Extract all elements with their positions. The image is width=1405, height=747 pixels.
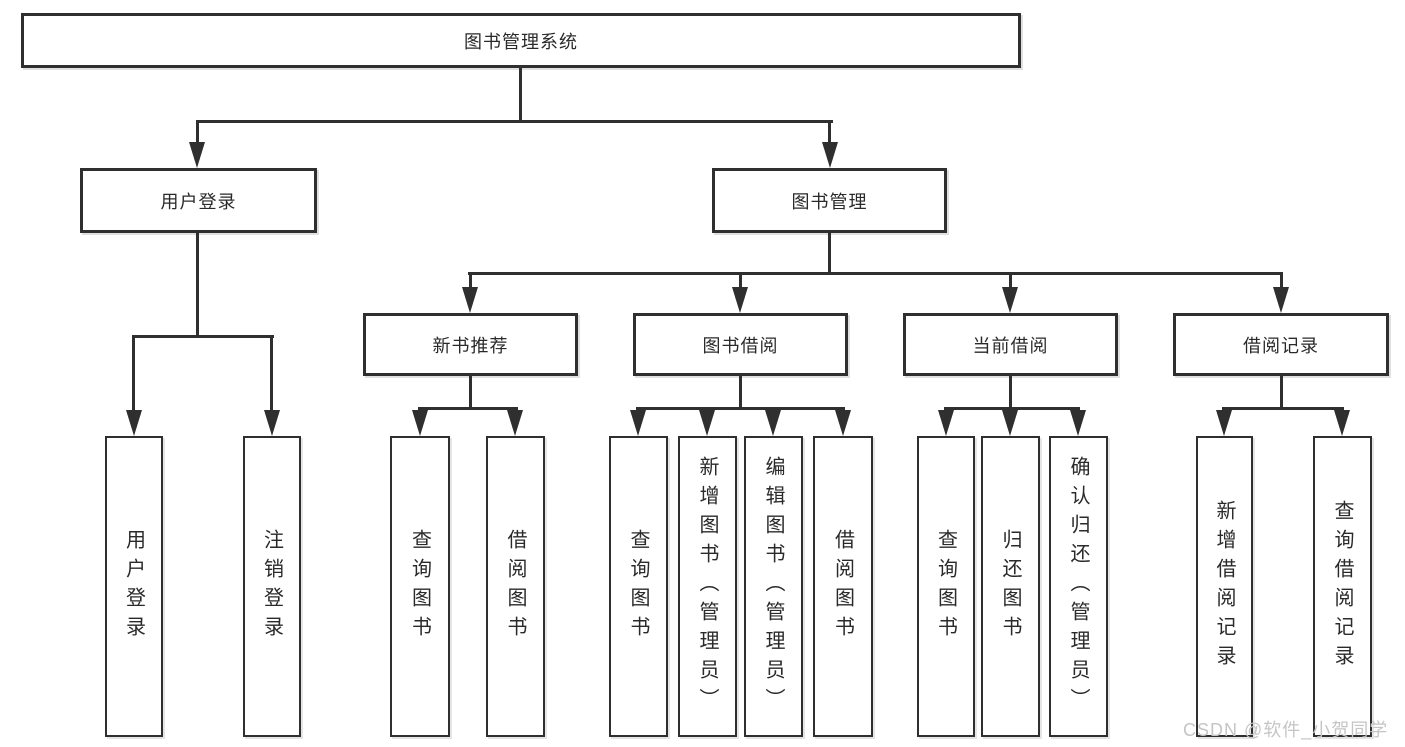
connector-book-mgmt-split <box>468 272 1283 275</box>
arrow-down-icon <box>699 410 715 436</box>
arrow-down-icon <box>264 410 280 436</box>
arrow-down-icon <box>189 142 205 168</box>
connector-new-book-split <box>418 407 518 410</box>
connector-book-borrow-split <box>636 407 845 410</box>
arrow-down-icon <box>765 410 781 436</box>
leaf-current-confirm-admin: 确认归还（管理员） <box>1049 436 1108 737</box>
arrow-down-icon <box>1216 410 1232 436</box>
connector-level1-split <box>196 120 833 123</box>
node-book-mgmt: 图书管理 <box>712 168 947 233</box>
connector-drop-borrow-record <box>1280 275 1283 290</box>
node-current-borrow: 当前借阅 <box>903 313 1118 376</box>
arrow-down-icon <box>938 410 954 436</box>
connector-current-borrow-stem <box>1009 376 1012 410</box>
leaf-borrow-edit-admin: 编辑图书（管理员） <box>744 436 803 737</box>
connector-borrow-record-stem <box>1280 376 1283 410</box>
node-user-login: 用户登录 <box>80 168 317 233</box>
leaf-borrow-borrow: 借阅图书 <box>813 436 873 737</box>
csdn-watermark: CSDN @软件_小贺同学 <box>1183 720 1389 740</box>
arrow-down-icon <box>507 410 523 436</box>
node-borrow-record: 借阅记录 <box>1173 313 1389 376</box>
arrow-down-icon <box>126 410 142 436</box>
arrow-down-icon <box>1002 287 1018 313</box>
arrow-down-icon <box>630 410 646 436</box>
arrow-down-icon <box>412 410 428 436</box>
arrow-down-icon <box>1070 410 1086 436</box>
connector-drop-current-borrow <box>1009 275 1012 290</box>
node-root: 图书管理系统 <box>21 13 1021 68</box>
connector-drop-book-mgmt <box>828 123 831 145</box>
connector-new-book-stem <box>469 376 472 410</box>
leaf-newbook-query: 查询图书 <box>390 436 450 737</box>
node-new-book: 新书推荐 <box>363 313 578 376</box>
connector-borrow-record-split <box>1222 407 1344 410</box>
connector-book-borrow-stem <box>739 376 742 410</box>
leaf-borrow-add-admin: 新增图书（管理员） <box>678 436 737 737</box>
arrow-down-icon <box>732 287 748 313</box>
leaf-record-add: 新增借阅记录 <box>1196 436 1253 737</box>
connector-drop-new-book <box>469 275 472 290</box>
leaf-current-query: 查询图书 <box>917 436 975 737</box>
arrow-down-icon <box>1334 410 1350 436</box>
arrow-down-icon <box>1002 410 1018 436</box>
leaf-record-query: 查询借阅记录 <box>1313 436 1372 737</box>
leaf-user-logout: 注销登录 <box>243 436 301 737</box>
connector-drop-book-borrow <box>739 275 742 290</box>
connector-drop-leaf-login <box>132 338 135 412</box>
node-book-borrow: 图书借阅 <box>633 313 848 376</box>
arrow-down-icon <box>835 410 851 436</box>
connector-book-mgmt-stem <box>828 233 831 275</box>
arrow-down-icon <box>822 142 838 168</box>
arrow-down-icon <box>462 287 478 313</box>
connector-current-borrow-split <box>944 407 1080 410</box>
leaf-borrow-query: 查询图书 <box>609 436 668 737</box>
connector-user-login-stem <box>196 233 199 337</box>
leaf-user-login: 用户登录 <box>105 436 163 737</box>
leaf-current-return: 归还图书 <box>981 436 1040 737</box>
connector-drop-user-login <box>196 123 199 145</box>
leaf-newbook-borrow: 借阅图书 <box>486 436 545 737</box>
connector-user-login-split <box>132 335 274 338</box>
connector-root-stem <box>519 68 522 123</box>
connector-drop-leaf-logout <box>270 338 273 412</box>
arrow-down-icon <box>1273 287 1289 313</box>
